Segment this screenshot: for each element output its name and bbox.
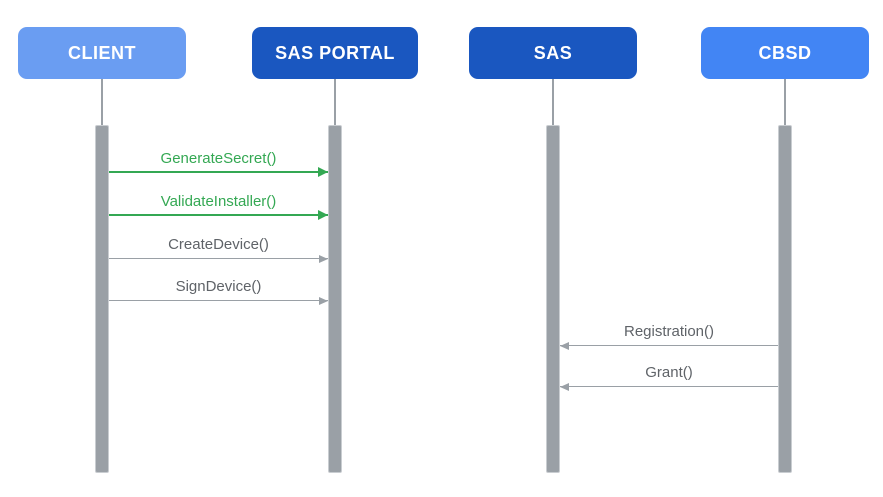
message-arrow-line bbox=[109, 255, 328, 263]
arrowhead-left-icon bbox=[560, 342, 569, 350]
message-arrow-line bbox=[109, 297, 328, 305]
message-label: CreateDevice() bbox=[168, 236, 269, 253]
lifeline-sas bbox=[552, 79, 554, 125]
actor-box-cbsd: CBSD bbox=[701, 27, 869, 79]
message-arrow-line bbox=[560, 342, 778, 350]
actor-box-sas-portal: SAS PORTAL bbox=[252, 27, 418, 79]
lifeline-cbsd bbox=[784, 79, 786, 125]
message-create-device: CreateDevice() bbox=[109, 236, 328, 264]
arrowhead-right-icon bbox=[319, 297, 328, 305]
message-label: SignDevice() bbox=[175, 278, 262, 295]
actor-box-client: CLIENT bbox=[18, 27, 186, 79]
activation-bar-sas-portal bbox=[328, 125, 342, 473]
message-arrow-line bbox=[560, 383, 778, 391]
message-grant: Grant() bbox=[560, 364, 778, 392]
message-sign-device: SignDevice() bbox=[109, 278, 328, 306]
message-generate-secret: GenerateSecret() bbox=[109, 150, 328, 178]
lifeline-client bbox=[101, 79, 103, 125]
activation-bar-sas bbox=[546, 125, 560, 473]
actor-box-sas: SAS bbox=[469, 27, 637, 79]
message-label: GenerateSecret() bbox=[160, 150, 277, 167]
message-validate-installer: ValidateInstaller() bbox=[109, 193, 328, 221]
arrowhead-right-icon bbox=[318, 210, 328, 220]
message-arrow-line bbox=[109, 167, 328, 177]
arrowhead-right-icon bbox=[318, 167, 328, 177]
message-label: Grant() bbox=[645, 364, 693, 381]
message-registration: Registration() bbox=[560, 323, 778, 351]
activation-bar-client bbox=[95, 125, 109, 473]
lifeline-sas-portal bbox=[334, 79, 336, 125]
message-label: ValidateInstaller() bbox=[160, 193, 277, 210]
arrowhead-right-icon bbox=[319, 255, 328, 263]
message-arrow-line bbox=[109, 210, 328, 220]
message-label: Registration() bbox=[623, 323, 715, 340]
activation-bar-cbsd bbox=[778, 125, 792, 473]
arrowhead-left-icon bbox=[560, 383, 569, 391]
